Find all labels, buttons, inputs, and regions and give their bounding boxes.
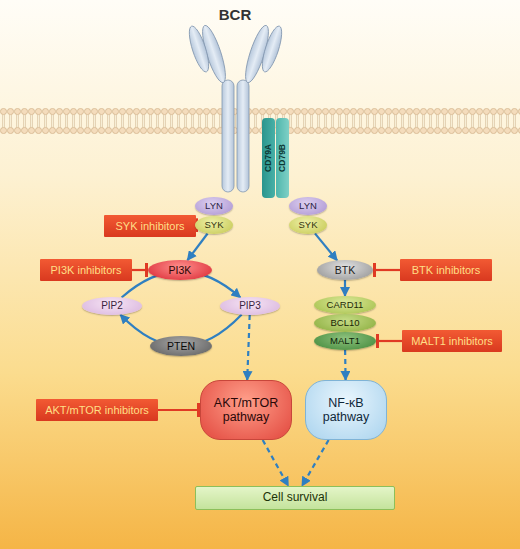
kinase-oval: LYN [289,197,327,215]
lipid-oval: PIP3 [220,297,280,315]
kinase-oval: BTK [317,260,373,280]
node-text: AKT/mTOR inhibitors [45,404,149,417]
cell-membrane [0,108,520,134]
receptor-chain: CD79A [262,118,275,198]
inhibition-line [373,269,400,271]
kinase-oval: SYK [195,216,233,234]
node-text: PIP3 [239,300,261,312]
signal-arrow [315,233,337,260]
node-text: CARD11 [327,300,364,311]
node-text: AKT/mTOR pathway [201,396,291,425]
signal-arrow [344,280,346,296]
light-chain [258,24,285,74]
protein-oval: MALT1 [314,332,376,350]
inhibition-line [158,409,200,411]
outcome-box: Cell survival [195,486,395,510]
node-text: LYN [205,201,223,212]
protein-oval: BCL10 [314,314,376,332]
kinase-oval: LYN [195,197,233,215]
dashed-arrow [247,315,250,380]
inhibition-line [376,340,402,342]
node-text: SYK [298,220,317,231]
kinase-oval: SYK [289,216,327,234]
node-text: PTEN [167,340,195,352]
inhibitor-box: AKT/mTOR inhibitors [36,399,158,421]
node-text: NF-κB pathway [306,396,386,425]
node-text: CD79A [264,144,274,172]
protein-oval: CARD11 [314,296,376,314]
dashed-arrow [263,440,289,486]
node-text: Cell survival [263,491,328,505]
node-text: BTK inhibitors [412,264,480,277]
inhibition-line [132,269,148,271]
node-text: CD79B [278,144,288,172]
node-text: MALT1 [330,336,360,347]
inhibitor-box: BTK inhibitors [400,259,492,281]
node-text: SYK inhibitors [115,220,184,233]
pathway-box: NF-κB pathway [305,380,387,440]
heavy-chain [222,80,234,192]
dashed-arrow [302,440,329,486]
node-text: BTK [335,264,355,276]
receptor-label: BCR [205,6,265,23]
light-chain [185,24,212,74]
kinase-oval: PI3K [148,260,212,280]
heavy-chain [237,80,249,192]
bcr-receptor [185,23,285,192]
node-text: PI3K inhibitors [51,264,122,277]
node-text: PIP2 [101,300,123,312]
node-text: SYK [204,220,223,231]
inhibitor-box: PI3K inhibitors [40,259,132,281]
lipid-oval: PIP2 [82,297,142,315]
node-text: LYN [299,201,317,212]
receptor-chain: CD79B [276,118,289,198]
node-text: PI3K [169,264,192,276]
signal-arrow [187,234,207,261]
phosphatase-oval: PTEN [150,336,212,356]
pathway-box: AKT/mTOR pathway [200,380,292,440]
inhibitor-box: MALT1 inhibitors [402,330,502,352]
node-text: MALT1 inhibitors [411,335,493,348]
dashed-arrow [344,350,347,380]
inhibitor-box: SYK inhibitors [104,215,196,237]
node-text: BCL10 [330,318,359,329]
